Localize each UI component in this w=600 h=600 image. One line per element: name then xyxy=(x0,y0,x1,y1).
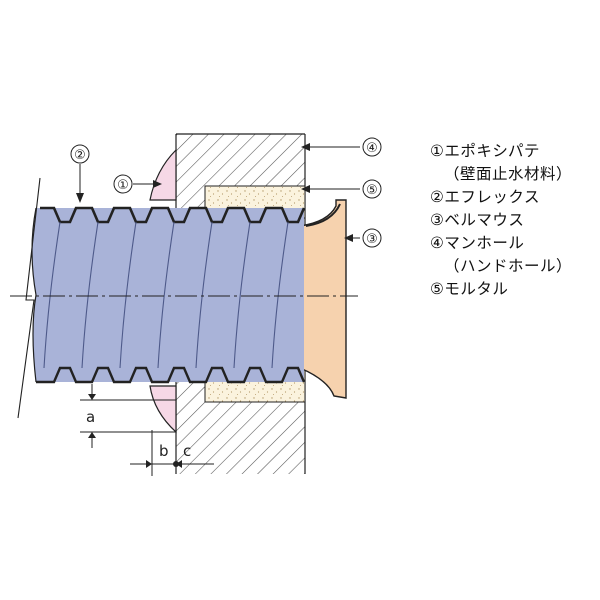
legend-item-bellmouth: ③ベルマウス xyxy=(430,209,595,232)
dimension-lines xyxy=(80,384,214,476)
legend-item-eflex: ②エフレックス xyxy=(430,186,595,209)
dimension-a: a xyxy=(86,408,95,426)
legend-label: モルタル xyxy=(444,280,509,298)
legend-item-epoxy-putty: ①エポキシパテ xyxy=(430,140,595,163)
legend-sub-wall-waterproofing: （壁面止水材料） xyxy=(444,165,573,183)
callout-4: ④ xyxy=(366,141,378,156)
legend-number: ④ xyxy=(430,234,445,252)
callout-leaders xyxy=(76,143,360,242)
callout-2: ② xyxy=(74,148,86,163)
legend-number: ① xyxy=(430,142,445,160)
epoxy-putty xyxy=(149,148,177,434)
callout-1: ① xyxy=(117,178,129,193)
legend-item-mortar: ⑤モルタル xyxy=(430,278,595,301)
callout-3: ③ xyxy=(366,232,378,247)
corrugated-pipe xyxy=(31,206,306,384)
legend-number: ③ xyxy=(430,211,445,229)
legend-label: マンホール xyxy=(444,234,525,252)
legend-sub-handhole: （ハンドホール） xyxy=(444,257,573,275)
legend: ①エポキシパテ （壁面止水材料） ②エフレックス ③ベルマウス ④マンホール （… xyxy=(430,140,595,301)
pipe-corrugation-bottom xyxy=(36,366,306,384)
legend-label: エフレックス xyxy=(444,188,540,206)
pipe-rib-lines xyxy=(43,221,289,369)
callout-5: ⑤ xyxy=(366,183,378,198)
legend-label: エポキシパテ xyxy=(444,142,540,160)
dimension-c: c xyxy=(183,442,191,460)
break-mark xyxy=(17,177,41,419)
legend-item-manhole: ④マンホール xyxy=(430,232,595,255)
legend-label: ベルマウス xyxy=(444,211,525,229)
legend-number: ② xyxy=(430,188,445,206)
dimension-b: b xyxy=(159,442,169,460)
legend-number: ⑤ xyxy=(430,280,445,298)
callout-markers: ② ① ④ ⑤ ③ xyxy=(70,137,382,248)
